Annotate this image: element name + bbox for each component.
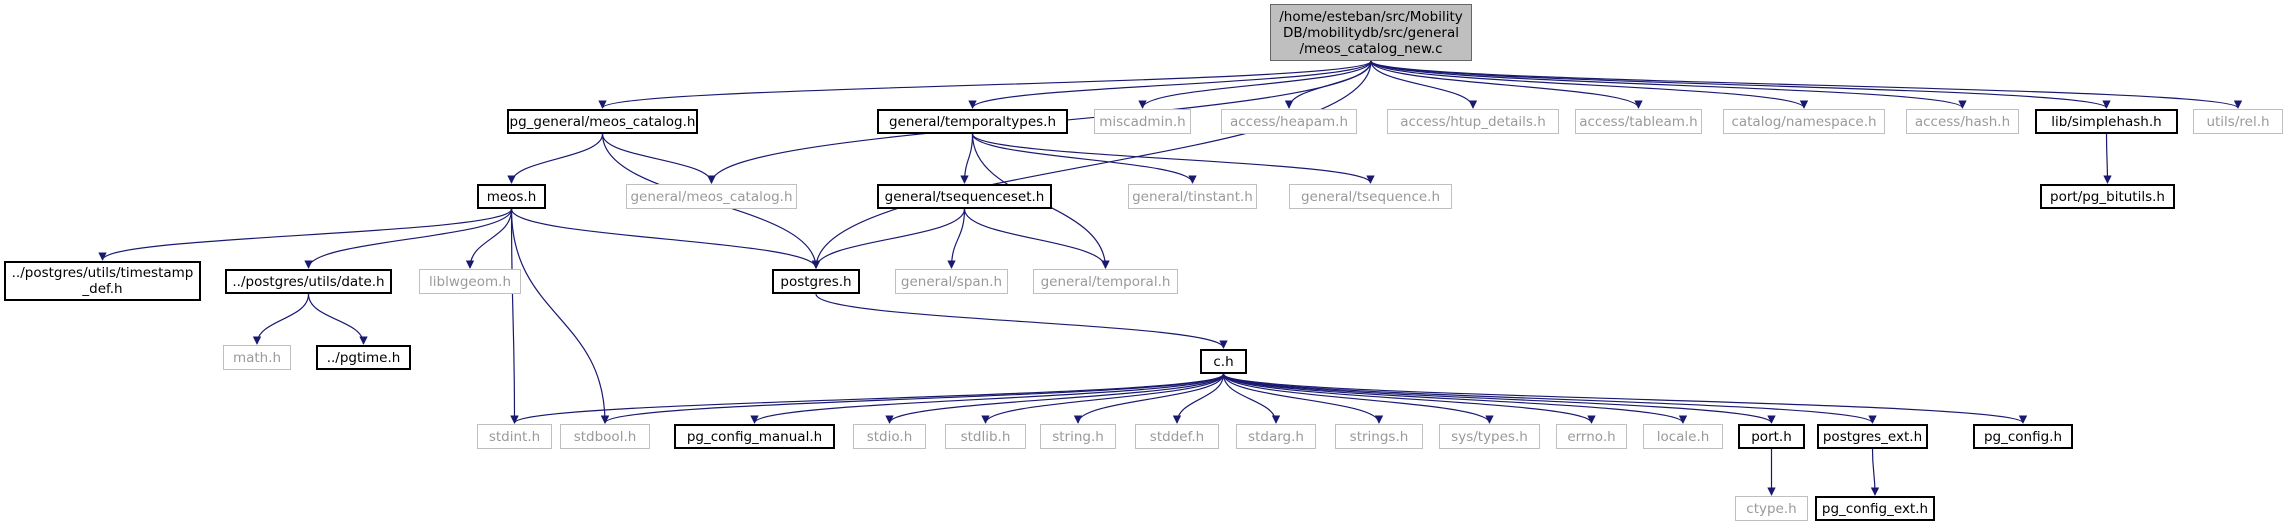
edge-meos-to-date — [304, 208, 513, 269]
edge-root-to-heapam — [1284, 60, 1372, 109]
node-hash: access/hash.h — [1906, 109, 2019, 134]
edge-date-to-math — [252, 293, 310, 345]
node-rel: utils/rel.h — [2193, 109, 2283, 134]
edge-temporaltypes-to-tinstant — [971, 133, 1197, 184]
edge-c-to-sys_types — [1222, 373, 1494, 424]
edge-meos-to-liblwgeom — [465, 208, 513, 269]
edge-c-to-postgres_ext — [1222, 373, 1877, 424]
node-ctype: ctype.h — [1735, 496, 1808, 521]
node-pg-meos-catalog[interactable]: pg_general/meos_catalog.h — [507, 109, 698, 134]
node-string: string.h — [1040, 424, 1116, 449]
node-strings: strings.h — [1335, 424, 1423, 449]
node-stdarg: stdarg.h — [1236, 424, 1316, 449]
node-stdio: stdio.h — [853, 424, 926, 449]
node-sys-types: sys/types.h — [1439, 424, 1540, 449]
edge-pg_meos_catalog-to-meos — [507, 133, 604, 184]
node-pg-config-manual[interactable]: pg_config_manual.h — [674, 424, 835, 449]
node-liblwgeom: liblwgeom.h — [419, 269, 521, 294]
node-locale: locale.h — [1643, 424, 1723, 449]
edge-c-to-string — [1073, 373, 1225, 424]
edge-root-to-miscadmin — [1138, 60, 1372, 109]
edge-c-to-pg_config_manual — [750, 373, 1225, 424]
edge-root-to-simplehash — [1370, 60, 2111, 109]
node-simplehash[interactable]: lib/simplehash.h — [2035, 109, 2178, 134]
edge-tsequenceset-to-span — [947, 208, 966, 269]
edge-c-to-pg_config — [1222, 373, 2027, 424]
edge-meos-to-stdbool — [510, 208, 610, 424]
node-stdint: stdint.h — [477, 424, 552, 449]
edge-c-to-errno — [1222, 373, 1596, 424]
node-math: math.h — [223, 345, 291, 370]
edge-root-to-pg_meos_catalog — [598, 60, 1372, 109]
edge-c-to-stdint — [510, 373, 1225, 424]
node-postgres-ext[interactable]: postgres_ext.h — [1817, 424, 1928, 449]
node-span: general/span.h — [895, 269, 1008, 294]
node-pgtime[interactable]: ../pgtime.h — [316, 345, 411, 370]
edge-root-to-rel — [1370, 60, 2242, 109]
edge-root-to-namespace — [1370, 60, 1809, 109]
node-stdbool: stdbool.h — [560, 424, 650, 449]
node-meos[interactable]: meos.h — [477, 184, 546, 209]
edge-temporaltypes-to-tsequenceset — [960, 133, 974, 184]
edge-pg_meos_catalog-to-gen_meos_catalog — [601, 133, 716, 184]
node-pg-config[interactable]: pg_config.h — [1973, 424, 2073, 449]
edge-root-to-htup_details — [1370, 60, 1478, 109]
edge-meos-to-postgres — [510, 208, 821, 269]
node-pg-config-ext[interactable]: pg_config_ext.h — [1815, 496, 1935, 521]
edge-postgres-to-c — [815, 293, 1228, 349]
edge-tsequenceset-to-postgres — [811, 208, 966, 269]
node-stdlib: stdlib.h — [945, 424, 1026, 449]
node-stddef: stddef.h — [1135, 424, 1219, 449]
node-gen-meos-catalog: general/meos_catalog.h — [626, 184, 797, 209]
edge-c-to-stddef — [1172, 373, 1225, 424]
edge-tsequenceset-to-temporal — [963, 208, 1110, 269]
node-port[interactable]: port.h — [1738, 424, 1805, 449]
edge-root-to-tableam — [1370, 60, 1643, 109]
node-namespace: catalog/namespace.h — [1723, 109, 1885, 134]
node-tsequence: general/tsequence.h — [1289, 184, 1452, 209]
edge-root-to-postgres — [811, 60, 1372, 269]
edge-date-to-pgtime — [307, 293, 368, 345]
node-heapam: access/heapam.h — [1221, 109, 1357, 134]
edge-temporaltypes-to-tsequence — [971, 133, 1375, 184]
edge-meos-to-stdint — [510, 208, 519, 424]
edge-c-to-port — [1222, 373, 1776, 424]
node-timestamp-def[interactable]: ../postgres/utils/timestamp _def.h — [4, 261, 201, 301]
node-miscadmin: miscadmin.h — [1094, 109, 1191, 134]
node-tableam: access/tableam.h — [1575, 109, 1702, 134]
edge-root-to-temporaltypes — [968, 60, 1372, 109]
edge-c-to-locale — [1222, 373, 1688, 424]
node-temporal: general/temporal.h — [1033, 269, 1178, 294]
node-temporaltypes[interactable]: general/temporaltypes.h — [877, 109, 1068, 134]
node-date[interactable]: ../postgres/utils/date.h — [225, 269, 392, 294]
node-errno: errno.h — [1556, 424, 1627, 449]
node-tinstant: general/tinstant.h — [1128, 184, 1257, 209]
node-tsequenceset[interactable]: general/tsequenceset.h — [877, 184, 1052, 209]
edge-c-to-stdarg — [1222, 373, 1281, 424]
edge-simplehash-to-pg_bitutils — [2103, 133, 2112, 184]
node-pg-bitutils[interactable]: port/pg_bitutils.h — [2040, 184, 2175, 209]
edge-meos-to-timestamp_def — [98, 208, 513, 261]
edge-c-to-strings — [1222, 373, 1384, 424]
node-htup-details: access/htup_details.h — [1387, 109, 1559, 134]
node-postgres[interactable]: postgres.h — [772, 269, 860, 294]
edge-c-to-stdbool — [600, 373, 1225, 424]
edge-c-to-stdio — [885, 373, 1225, 424]
node-c[interactable]: c.h — [1200, 349, 1247, 374]
edge-postgres_ext-to-pg_config_ext — [1870, 448, 1880, 496]
edge-root-to-hash — [1370, 60, 1967, 109]
edge-c-to-stdlib — [981, 373, 1225, 424]
node-root[interactable]: /home/esteban/src/Mobility DB/mobilitydb… — [1270, 4, 1472, 61]
